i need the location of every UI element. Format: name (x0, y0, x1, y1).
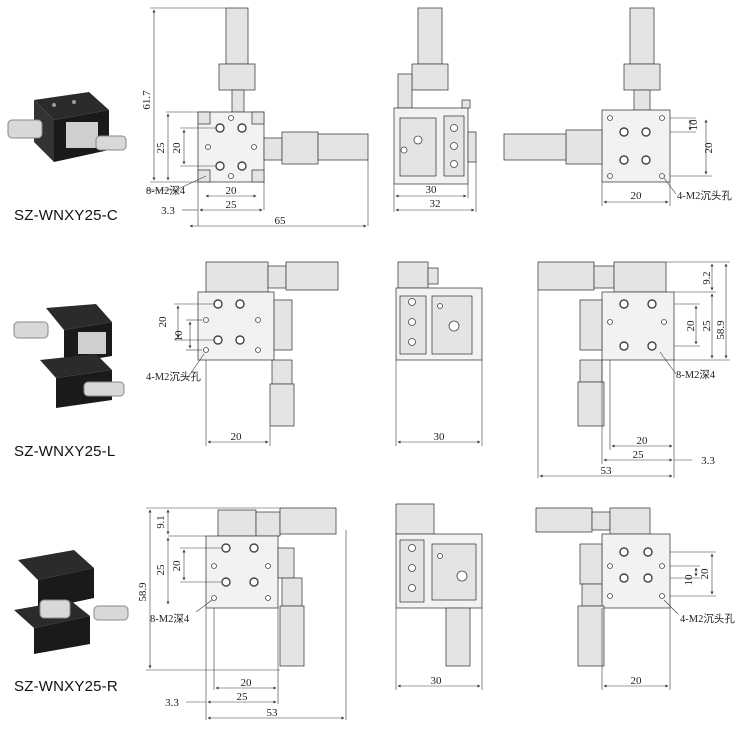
dim-r-58-9: 58.9 (137, 582, 149, 602)
drawing-c-side (393, 7, 477, 185)
dim-r-20b: 20 (631, 675, 643, 687)
note-r-countersunk: 4-M2沉头孔 (680, 612, 735, 625)
dim-r-25: 25 (155, 564, 167, 576)
dim-l-10: 10 (173, 330, 185, 342)
drawing-r-side (395, 503, 483, 667)
dim-r-3-3: 3.3 (165, 697, 179, 709)
drawing-r-front-dims (146, 507, 347, 720)
note-r-tapped: 8-M2深4 (150, 613, 190, 625)
model-label-c: SZ-WNXY25-C (14, 207, 118, 224)
drawing-c-front-dims (146, 7, 369, 228)
dim-r-10: 10 (683, 574, 695, 586)
note-l-tapped: 8-M2深4 (676, 369, 716, 381)
dim-c-65: 65 (275, 215, 287, 227)
note-c-countersunk: 4-M2沉头孔 (677, 189, 732, 202)
model-label-l: SZ-WNXY25-L (14, 443, 116, 460)
dim-c-61-7: 61.7 (141, 90, 153, 110)
drawing-c-front (197, 7, 369, 183)
dim-r-30: 30 (431, 675, 443, 687)
dim-c-25: 25 (226, 199, 238, 211)
drawing-l-side-dims (395, 360, 483, 446)
dim-r-20r: 20 (699, 568, 711, 580)
drawing-c-back-dims (601, 117, 712, 206)
model-label-r: SZ-WNXY25-R (14, 678, 118, 695)
drawing-l-back (537, 261, 675, 427)
drawing-l-back-dims (537, 261, 730, 478)
dim-l-58-9: 58.9 (715, 320, 727, 340)
dim-l-25r: 25 (701, 320, 713, 332)
drawing-c-side-dims (393, 162, 477, 212)
dim-l-9-2: 9.2 (702, 271, 713, 284)
dim-r-20v: 20 (171, 560, 183, 572)
dim-l-20r: 20 (685, 320, 697, 332)
dim-r-20: 20 (241, 677, 253, 689)
dim-l-30: 30 (434, 431, 446, 443)
dim-l-20: 20 (231, 431, 243, 443)
dim-l-20v: 20 (157, 316, 169, 328)
drawing-r-front (205, 507, 337, 667)
note-l-countersunk: 4-M2沉头孔 (146, 370, 201, 383)
dim-c-3-3: 3.3 (161, 205, 175, 217)
dim-l-53: 53 (601, 465, 613, 477)
note-c-tapped: 8-M2深4 (146, 185, 186, 197)
drawing-l-front (197, 261, 339, 427)
dim-l-3-3: 3.3 (701, 455, 715, 467)
dim-l-25b: 25 (633, 449, 645, 461)
drawing-c-back (503, 7, 671, 183)
dim-r-9-1: 9.1 (156, 515, 167, 528)
dim-l-20b: 20 (637, 435, 649, 447)
dim-c-20v: 20 (171, 142, 183, 154)
dim-c-10: 10 (688, 119, 700, 131)
dim-c-30: 30 (426, 184, 438, 196)
drawing-r-back-dims (601, 551, 716, 690)
dim-r-25b: 25 (237, 691, 249, 703)
drawing-l-side (395, 261, 483, 361)
dim-r-53: 53 (267, 707, 279, 719)
product-photo-c (7, 92, 127, 162)
dim-c-20r: 20 (703, 142, 715, 154)
product-photo-r (14, 550, 129, 654)
product-photo-l (13, 304, 125, 408)
dim-c-20: 20 (226, 185, 238, 197)
dim-c-25v: 25 (155, 142, 167, 154)
dim-c-20b: 20 (631, 190, 643, 202)
dim-c-32: 32 (430, 198, 441, 210)
drawing-r-back (535, 507, 671, 667)
drawing-r-side-dims (395, 608, 483, 690)
drawing-l-front-dims (174, 303, 271, 446)
